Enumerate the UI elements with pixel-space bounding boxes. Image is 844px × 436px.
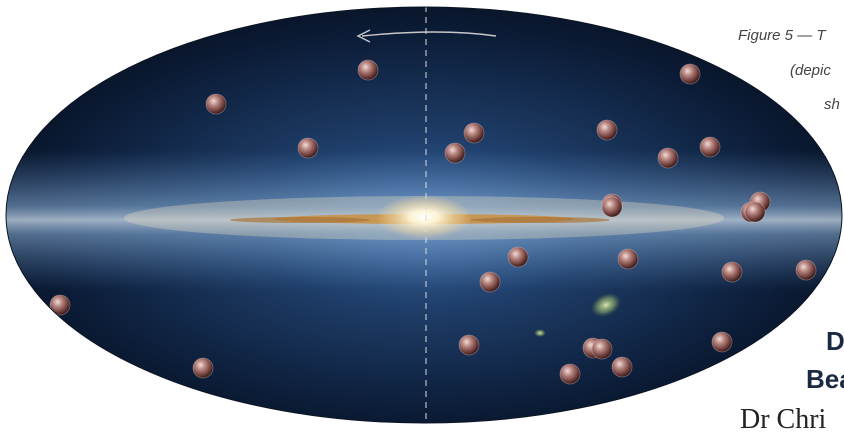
large-magellanic-cloud [590,292,622,318]
figure-caption-line2: (depic [790,62,831,79]
satellite-dot [657,147,679,169]
body-text-fragment: Dr Chri [740,404,827,435]
rotation-arrowhead-icon [356,29,371,43]
small-magellanic-cloud [534,329,546,337]
satellite-dot [617,248,639,270]
heading-line1: D [826,326,844,356]
satellite-dot [479,271,501,293]
satellite-dot [795,259,817,281]
satellite-dot [611,356,633,378]
galactic-core [376,195,472,239]
satellite-dot [297,137,319,159]
dust-lane-right [470,217,610,223]
sky-ellipse-outline [5,6,843,424]
satellite-dot [444,142,466,164]
satellite-dot [507,246,529,268]
satellite-dot [721,261,743,283]
heading-line2: Bea [806,364,844,394]
satellite-dot [711,331,733,353]
rotation-arrow-icon [361,31,497,37]
satellite-dot [49,294,71,316]
satellite-dot [357,59,379,81]
satellite-dot [679,63,701,85]
satellite-dot [699,136,721,158]
satellite-dot [458,334,480,356]
dust-lane-left [230,217,370,223]
satellite-dot [205,93,227,115]
satellite-dot [744,201,766,223]
satellite-dot [192,357,214,379]
figure-caption-line3: sh [824,96,840,113]
figure-caption-line1: Figure 5 — T [738,27,826,44]
satellite-dot [596,119,618,141]
satellite-dot [591,338,613,360]
satellite-dot [601,196,623,218]
satellite-dots [49,59,817,385]
satellite-dot [463,122,485,144]
satellite-dot [559,363,581,385]
